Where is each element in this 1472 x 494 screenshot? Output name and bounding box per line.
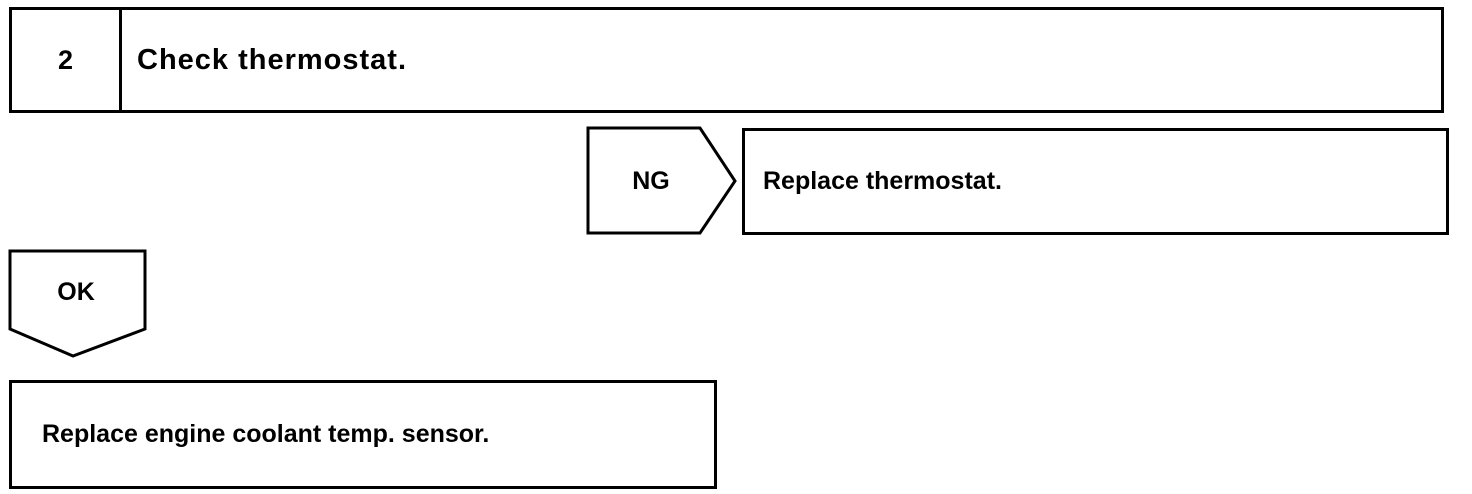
ok-action-box: Replace engine coolant temp. sensor. (9, 380, 717, 489)
step-title: Check thermostat. (137, 43, 408, 76)
ng-action-box: Replace thermostat. (742, 128, 1449, 235)
ok-action-text: Replace engine coolant temp. sensor. (42, 420, 490, 448)
ok-label: OK (57, 277, 95, 306)
step-number: 2 (12, 10, 122, 110)
ng-arrow (586, 126, 742, 236)
ng-action-text: Replace thermostat. (763, 167, 1002, 195)
ok-arrow (8, 249, 150, 361)
step-box: 2 Check thermostat. (9, 7, 1444, 113)
ng-label: NG (632, 166, 670, 195)
